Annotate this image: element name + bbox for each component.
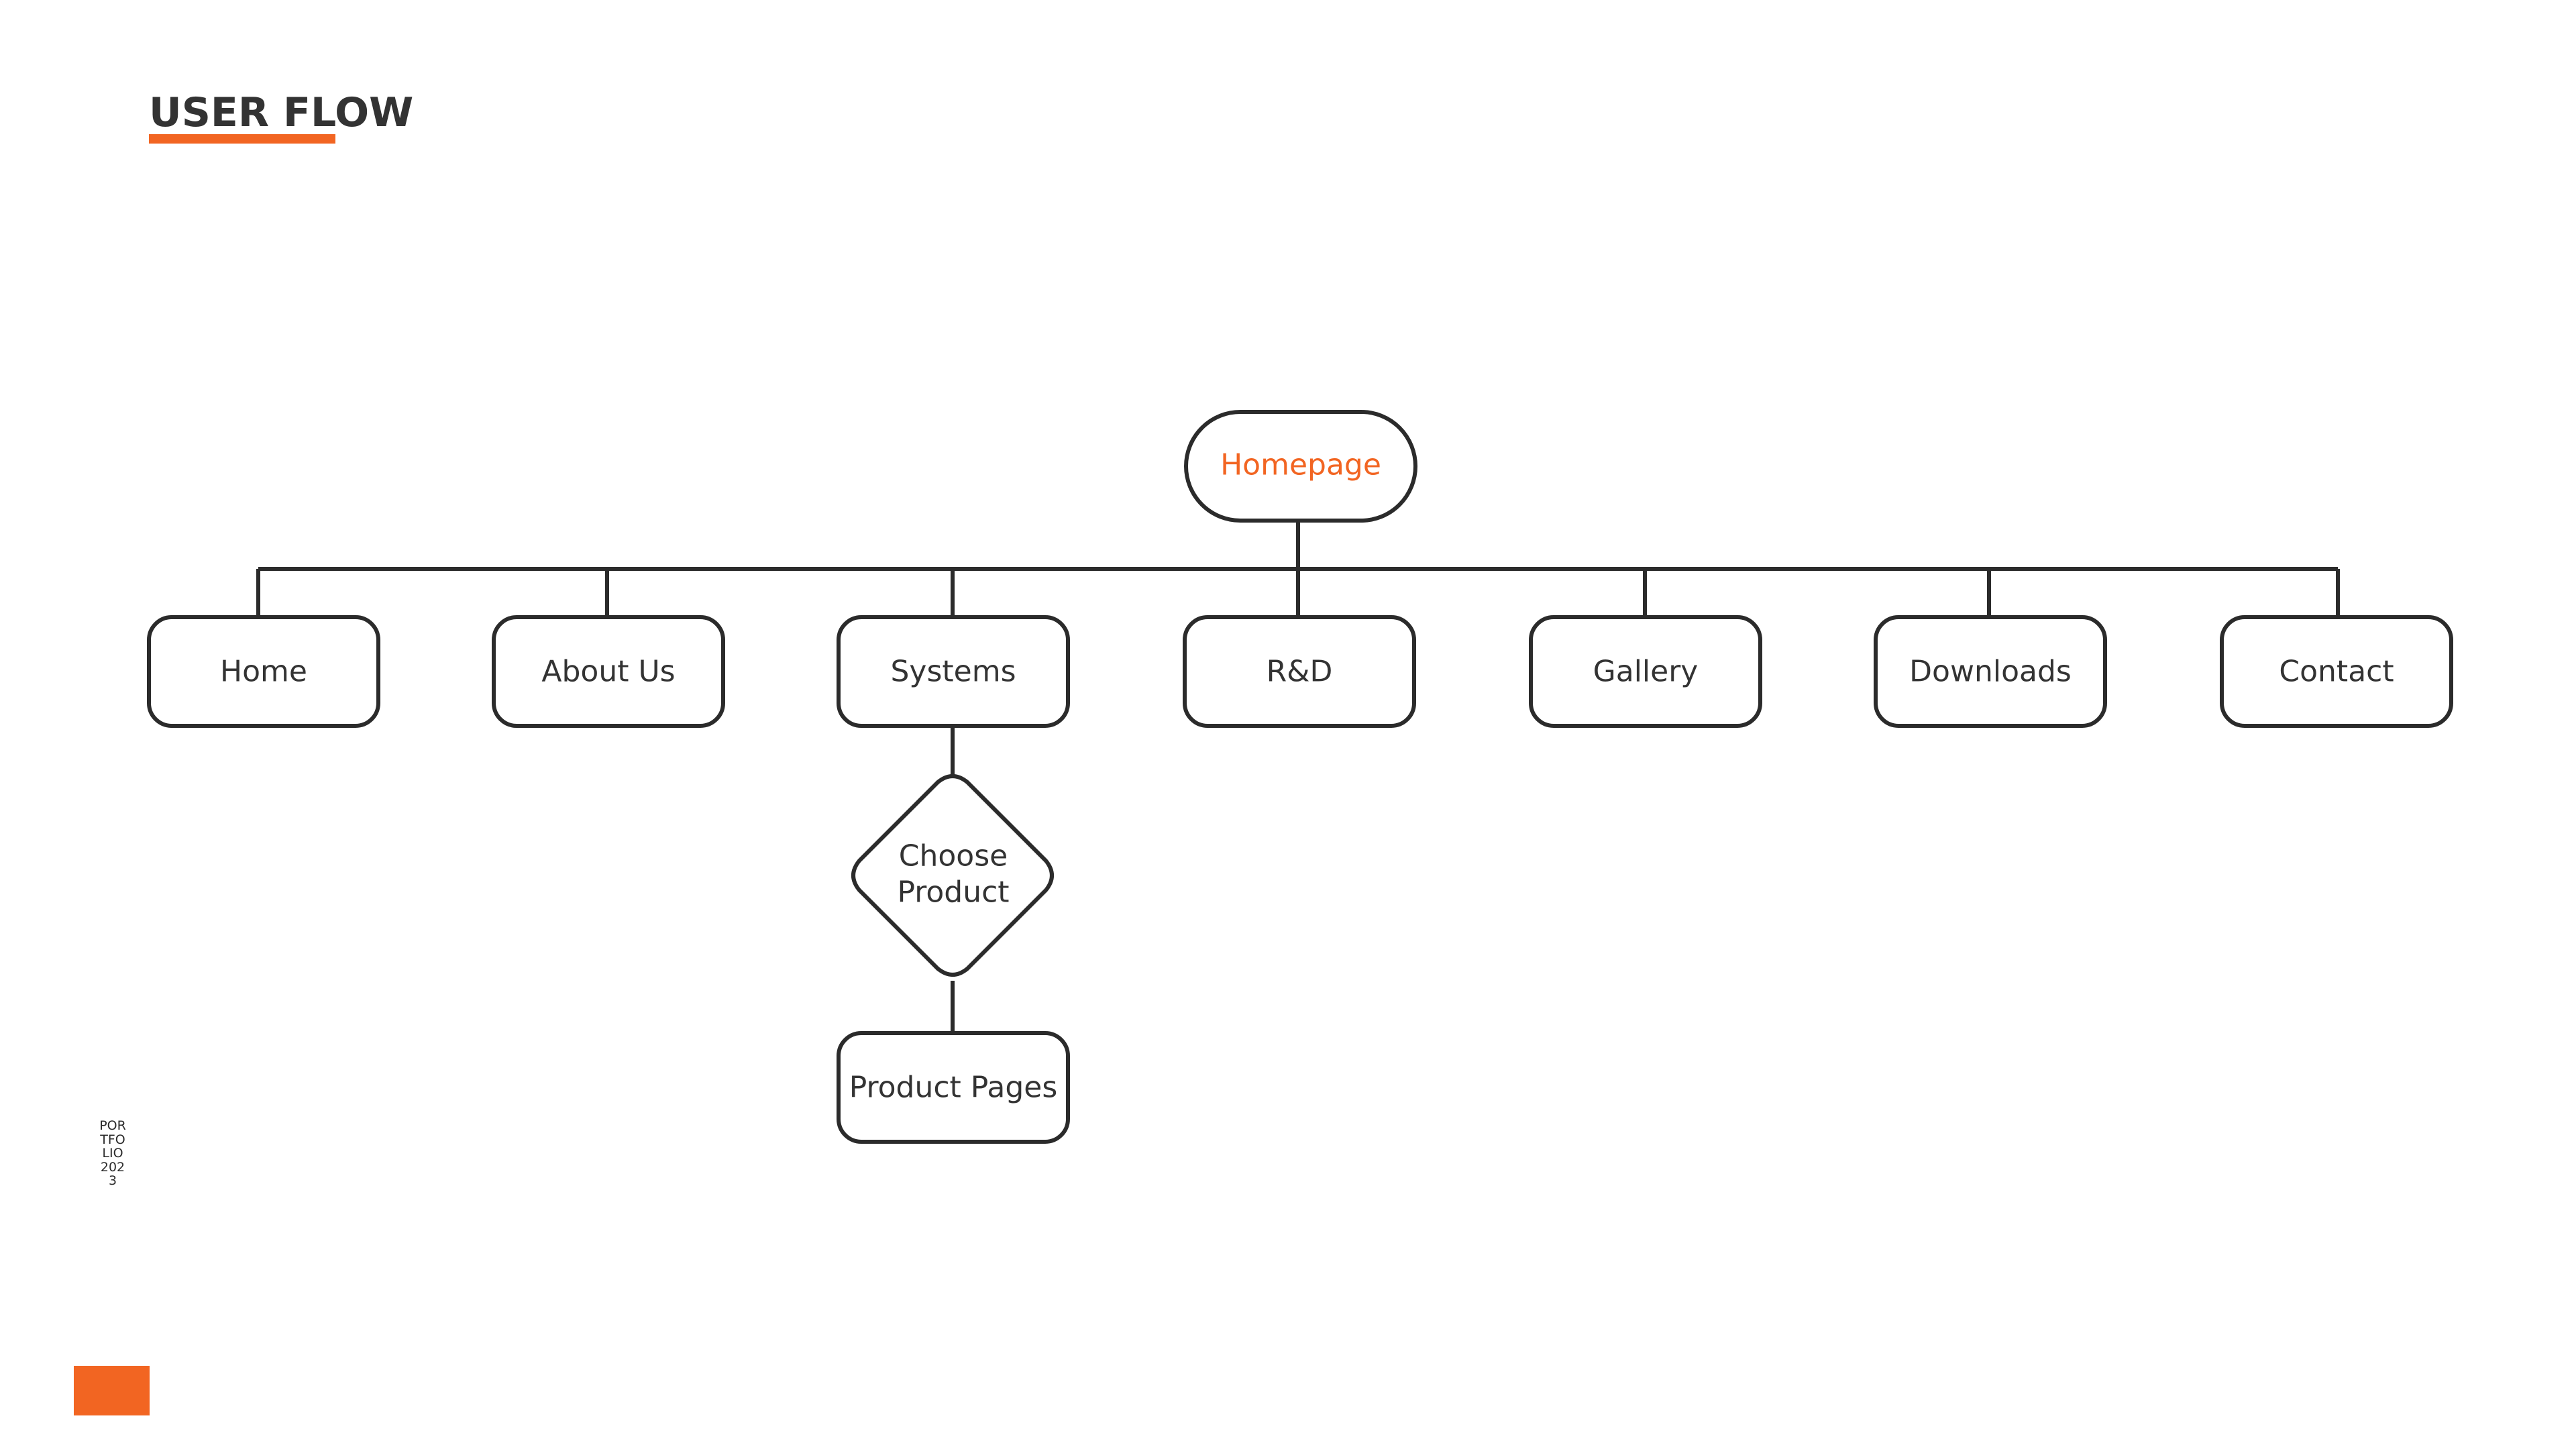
node-product-pages[interactable]: Product Pages (837, 1031, 1070, 1144)
node-contact-label: Contact (2279, 655, 2394, 689)
title-underline (149, 134, 335, 144)
node-contact[interactable]: Contact (2220, 615, 2453, 728)
node-choose-product[interactable]: Choose Product (851, 774, 1054, 977)
connectors (256, 521, 2340, 1033)
node-gallery-label: Gallery (1593, 655, 1699, 689)
node-homepage-shape (1184, 410, 1417, 523)
node-homepage-label: Homepage (1220, 448, 1381, 482)
node-systems[interactable]: Systems (837, 615, 1070, 728)
node-systems-shape (837, 615, 1070, 728)
corner-accent-block (74, 1366, 150, 1415)
node-rnd[interactable]: R&D (1183, 615, 1416, 728)
node-choose-product-label-line2: Product (897, 875, 1009, 910)
node-gallery-shape (1529, 615, 1762, 728)
node-product-pages-shape (837, 1031, 1070, 1144)
node-rnd-label: R&D (1267, 655, 1333, 689)
node-about-us[interactable]: About Us (492, 615, 725, 728)
node-about-us-shape (492, 615, 725, 728)
node-gallery[interactable]: Gallery (1529, 615, 1762, 728)
node-choose-product-label-line1: Choose (899, 839, 1008, 873)
node-home-label: Home (220, 655, 307, 689)
node-downloads-shape (1874, 615, 2107, 728)
node-homepage[interactable]: Homepage (1184, 410, 1417, 523)
page-title: USER FLOW (149, 89, 414, 136)
node-home[interactable]: Home (147, 615, 380, 728)
node-downloads-label: Downloads (1909, 655, 2072, 689)
node-about-us-label: About Us (541, 655, 675, 689)
node-home-shape (147, 615, 380, 728)
node-systems-label: Systems (891, 655, 1016, 689)
node-contact-shape (2220, 615, 2453, 728)
node-choose-product-shape (851, 774, 1054, 977)
node-downloads[interactable]: Downloads (1874, 615, 2107, 728)
portfolio-caption: PORTFOLIO 2023 (99, 1118, 127, 1188)
node-rnd-shape (1183, 615, 1416, 728)
node-product-pages-label: Product Pages (849, 1071, 1058, 1105)
